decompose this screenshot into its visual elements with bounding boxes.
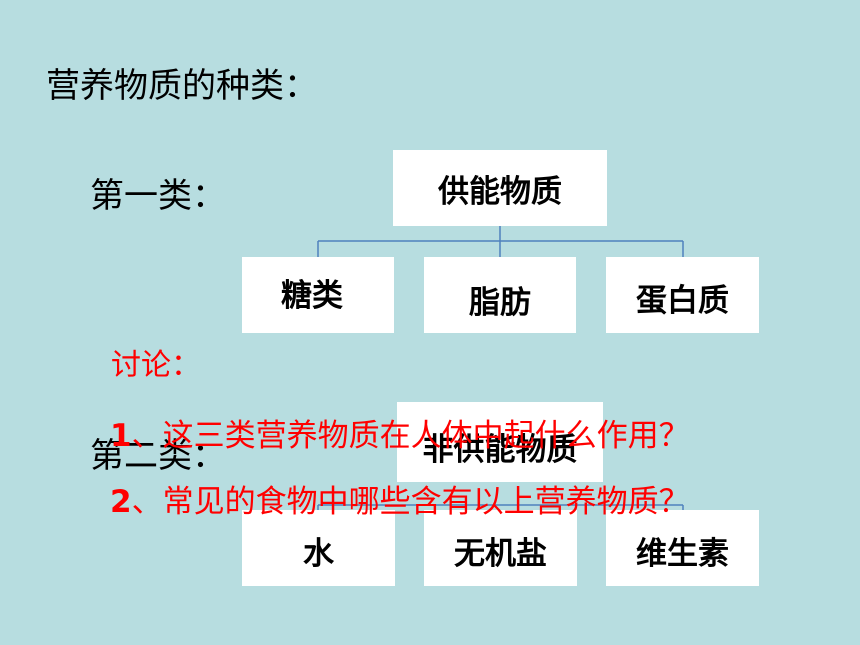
discussion-heading: 讨论： xyxy=(111,348,201,383)
slide-title: 营养物质的种类： xyxy=(46,66,318,106)
box-minerals: 无机盐 xyxy=(424,510,577,586)
box-energy-substances: 供能物质 xyxy=(393,150,607,226)
discussion-question-2: 2、常见的食物中哪些含有以上营养物质？ xyxy=(110,476,690,521)
question-2-number: 2 xyxy=(110,484,132,520)
box-vitamins: 维生素 xyxy=(606,510,759,586)
box-proteins: 蛋白质 xyxy=(606,257,759,333)
question-2-text: 、常见的食物中哪些含有以上营养物质？ xyxy=(131,484,690,520)
discussion-question-1: 1、这三类营养物质在人体中起什么作用？ xyxy=(110,410,690,455)
category-2-label: 第二类： xyxy=(90,436,226,476)
question-1-number: 1 xyxy=(110,418,132,454)
box-water: 水 xyxy=(242,510,395,586)
box-non-energy-substances: 非供能物质 xyxy=(397,402,603,482)
category-1-label: 第一类： xyxy=(90,176,226,216)
question-1-text: 、这三类营养物质在人体中起什么作用？ xyxy=(131,418,690,454)
box-carbohydrates: 糖类 xyxy=(242,257,394,333)
box-fats: 脂肪 xyxy=(424,257,576,333)
